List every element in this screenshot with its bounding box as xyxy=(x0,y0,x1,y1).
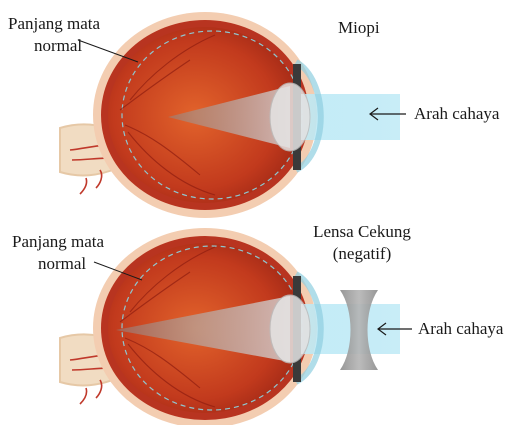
bottom-title-line2: (negatif) xyxy=(300,244,424,264)
top-crystalline-lens xyxy=(270,83,310,151)
top-light-direction-label: Arah cahaya xyxy=(414,104,499,124)
top-eye-length-label-line2: normal xyxy=(34,36,82,56)
bottom-eye-length-label-line2: normal xyxy=(38,254,86,274)
bottom-crystalline-lens xyxy=(270,295,310,363)
top-eye-length-label-line1: Panjang mata xyxy=(8,14,100,34)
top-light-beam xyxy=(300,94,400,140)
bottom-eye-length-label-line1: Panjang mata xyxy=(12,232,104,252)
bottom-title-line1: Lensa Cekung xyxy=(300,222,424,242)
top-title: Miopi xyxy=(338,18,380,38)
bottom-light-direction-label: Arah cahaya xyxy=(418,319,503,339)
top-eye-group xyxy=(60,12,400,218)
